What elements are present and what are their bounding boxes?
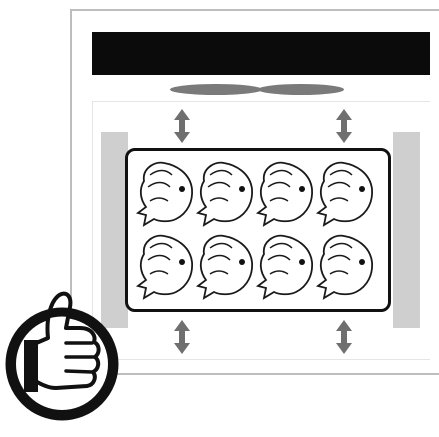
- thumbs-up-icon: [6, 294, 118, 420]
- fish-icon: [258, 163, 312, 225]
- fish-icon: [138, 236, 192, 298]
- double-arrow-icon: [174, 109, 190, 143]
- fish-icon: [198, 163, 252, 225]
- double-arrow-icon: [336, 320, 352, 354]
- arrows-group: [174, 109, 352, 354]
- double-arrow-icon: [174, 320, 190, 354]
- fish-icon: [138, 163, 192, 225]
- fish-icon: [198, 236, 252, 298]
- double-arrow-icon: [336, 109, 352, 143]
- fish-icon: [258, 236, 312, 298]
- fish-icon: [318, 163, 372, 225]
- fish-icon: [318, 236, 372, 298]
- fish-grid: [138, 163, 372, 298]
